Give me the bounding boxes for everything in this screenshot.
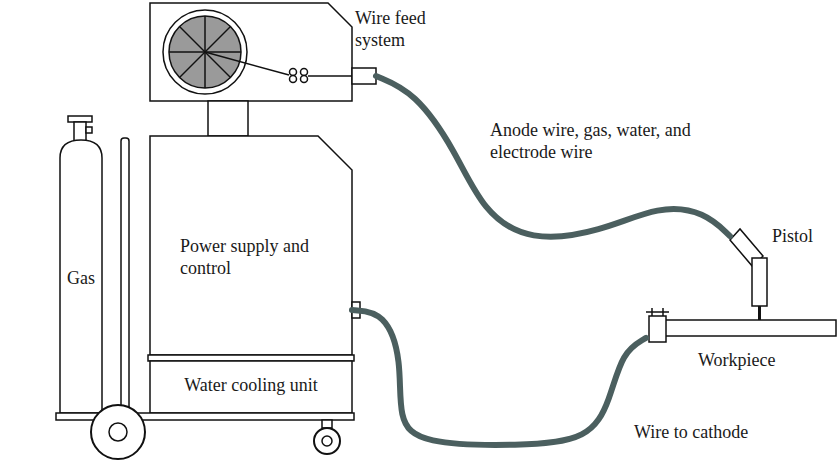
wheel-hub [322, 436, 332, 446]
wheel-hub [109, 423, 127, 441]
clamp-bolt [646, 311, 669, 313]
water-cooling-housing [150, 361, 352, 413]
feed-roller [290, 76, 297, 83]
cart-handle [121, 138, 129, 418]
feed-roller [301, 76, 308, 83]
connector-label: Anode wire, gas, water, and electrode wi… [488, 120, 724, 163]
node-label: Gas [60, 268, 102, 290]
front-wheel [314, 428, 340, 454]
supply-hose [376, 76, 730, 237]
feed-roller [301, 69, 308, 76]
node-label: Wire feed system [355, 8, 445, 51]
node-label: Workpiece [698, 350, 798, 372]
gas-cylinder-node: Gas [60, 140, 102, 413]
power-supply-housing [150, 136, 352, 355]
gas-cylinder [60, 140, 102, 413]
workpiece-plate [662, 320, 836, 336]
wire-feed-box: Wire feed system [150, 2, 376, 102]
power-supply-box: Power supply and control [150, 136, 352, 355]
earth-cable [352, 310, 646, 445]
rear-wheel [91, 405, 145, 459]
electrode-tip [758, 306, 761, 320]
node-label: Pistol [772, 226, 832, 248]
earth-clamp [649, 316, 666, 342]
node-label: Water cooling unit [154, 375, 348, 397]
feed-roller [290, 69, 297, 76]
water-cooling-box: Water cooling unit [150, 361, 352, 413]
pistol-node: Pistol [730, 228, 770, 324]
workpiece-node: Workpiece [646, 308, 836, 344]
node-label: Power supply and control [180, 236, 325, 279]
valve-outlet [86, 127, 92, 133]
cylinder-valve [74, 122, 86, 142]
connector-label: Wire to cathode [632, 422, 750, 444]
wire-feed-housing [150, 3, 352, 101]
hose-nozzle [352, 68, 376, 84]
wheel-bracket [322, 420, 332, 428]
feed-wire [308, 75, 352, 77]
clamp-bolt [662, 308, 664, 316]
feed-wire [205, 52, 289, 75]
clamp-bolt [651, 308, 653, 316]
housing-neck [208, 101, 248, 136]
shelf-plank [148, 355, 354, 361]
pistol-nozzle [752, 258, 767, 306]
valve-handle [68, 116, 92, 122]
